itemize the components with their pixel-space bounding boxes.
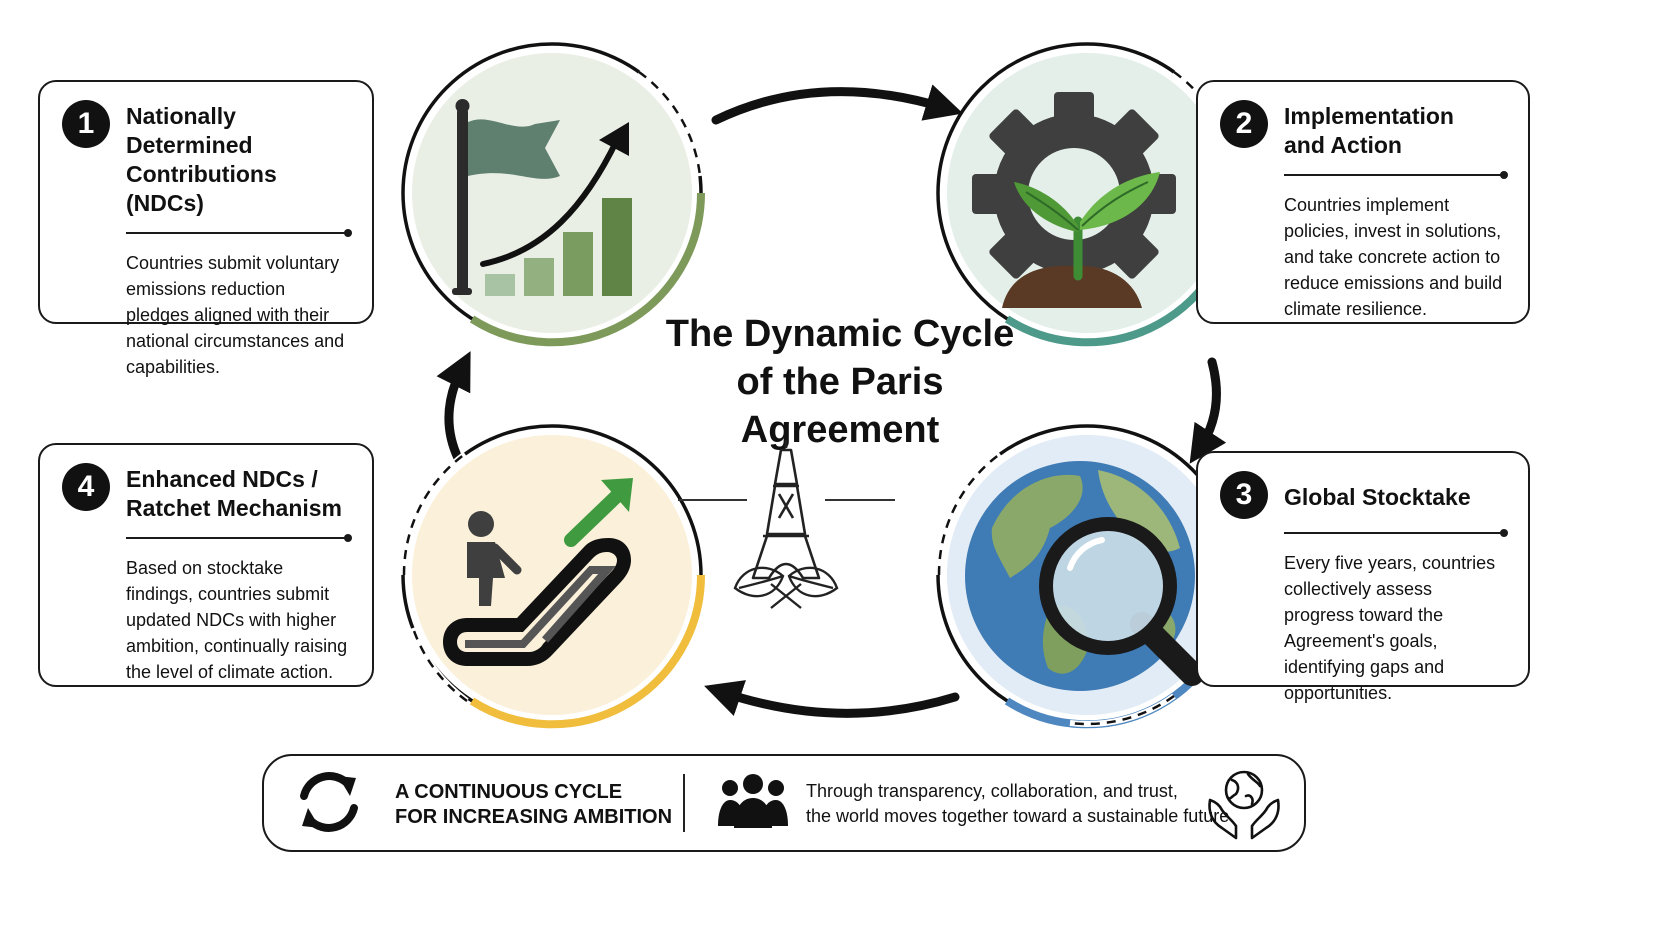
diagram-title: The Dynamic Cycle of the Paris Agreement (665, 313, 1015, 451)
footer-banner (262, 754, 1306, 852)
gear-sprout-icon (972, 92, 1176, 308)
step-description: Every five years, countries collectively… (1284, 553, 1496, 703)
eiffel-tower-leaves-icon (678, 440, 895, 609)
step-description: Countries submit voluntary emissions red… (126, 253, 345, 377)
refresh-cycle-icon (300, 772, 358, 832)
step-title: Nationally Determined Contributions (NDC… (126, 103, 277, 216)
arrow-2-to-3 (1189, 357, 1227, 464)
step-card-3: 3 Global Stocktake Every five years, cou… (1196, 451, 1530, 703)
step-card-1: 1 Nationally Determined Contributions (N… (38, 80, 374, 377)
globe-magnifier-icon (965, 461, 1204, 691)
step-title: Enhanced NDCs / Ratchet Mechanism (126, 466, 343, 521)
title-divider (1284, 171, 1508, 179)
step-description: Based on stocktake findings, countries s… (126, 558, 348, 682)
arrow-4-to-1 (436, 351, 471, 463)
footer-message-line2: the world moves together toward a sustai… (806, 806, 1235, 826)
circle-ratchet (400, 424, 706, 729)
footer-cycle-line1: A CONTINUOUS CYCLE (395, 781, 623, 803)
step-description: Countries implement policies, invest in … (1284, 195, 1503, 319)
people-group-icon (718, 774, 788, 828)
title-divider (126, 229, 352, 237)
step-card-4: 4 Enhanced NDCs / Ratchet Mechanism Base… (38, 443, 374, 687)
title-divider (1284, 529, 1508, 537)
circle-implementation (936, 42, 1241, 347)
step-number-badge: 4 (62, 463, 110, 511)
step-number-badge: 2 (1220, 100, 1268, 148)
step-number-badge: 1 (62, 100, 110, 148)
escalator-person-icon (443, 478, 633, 666)
title-divider (126, 534, 352, 542)
step-title: Global Stocktake (1284, 484, 1471, 510)
footer-cycle-line2: FOR INCREASING AMBITION (395, 806, 673, 828)
flag-growth-chart-icon (452, 99, 632, 296)
step-card-2: 2 Implementation and Action Countries im… (1196, 80, 1530, 324)
circle-ndcs (401, 42, 706, 347)
step-title: Implementation and Action (1284, 103, 1454, 158)
arrow-1-to-2 (711, 84, 964, 125)
hands-globe-icon (1208, 770, 1280, 840)
footer-message-line1: Through transparency, collaboration, and… (806, 781, 1178, 801)
step-number-badge: 3 (1220, 471, 1268, 519)
footer-divider (683, 774, 685, 832)
arrow-3-to-4 (704, 680, 960, 718)
